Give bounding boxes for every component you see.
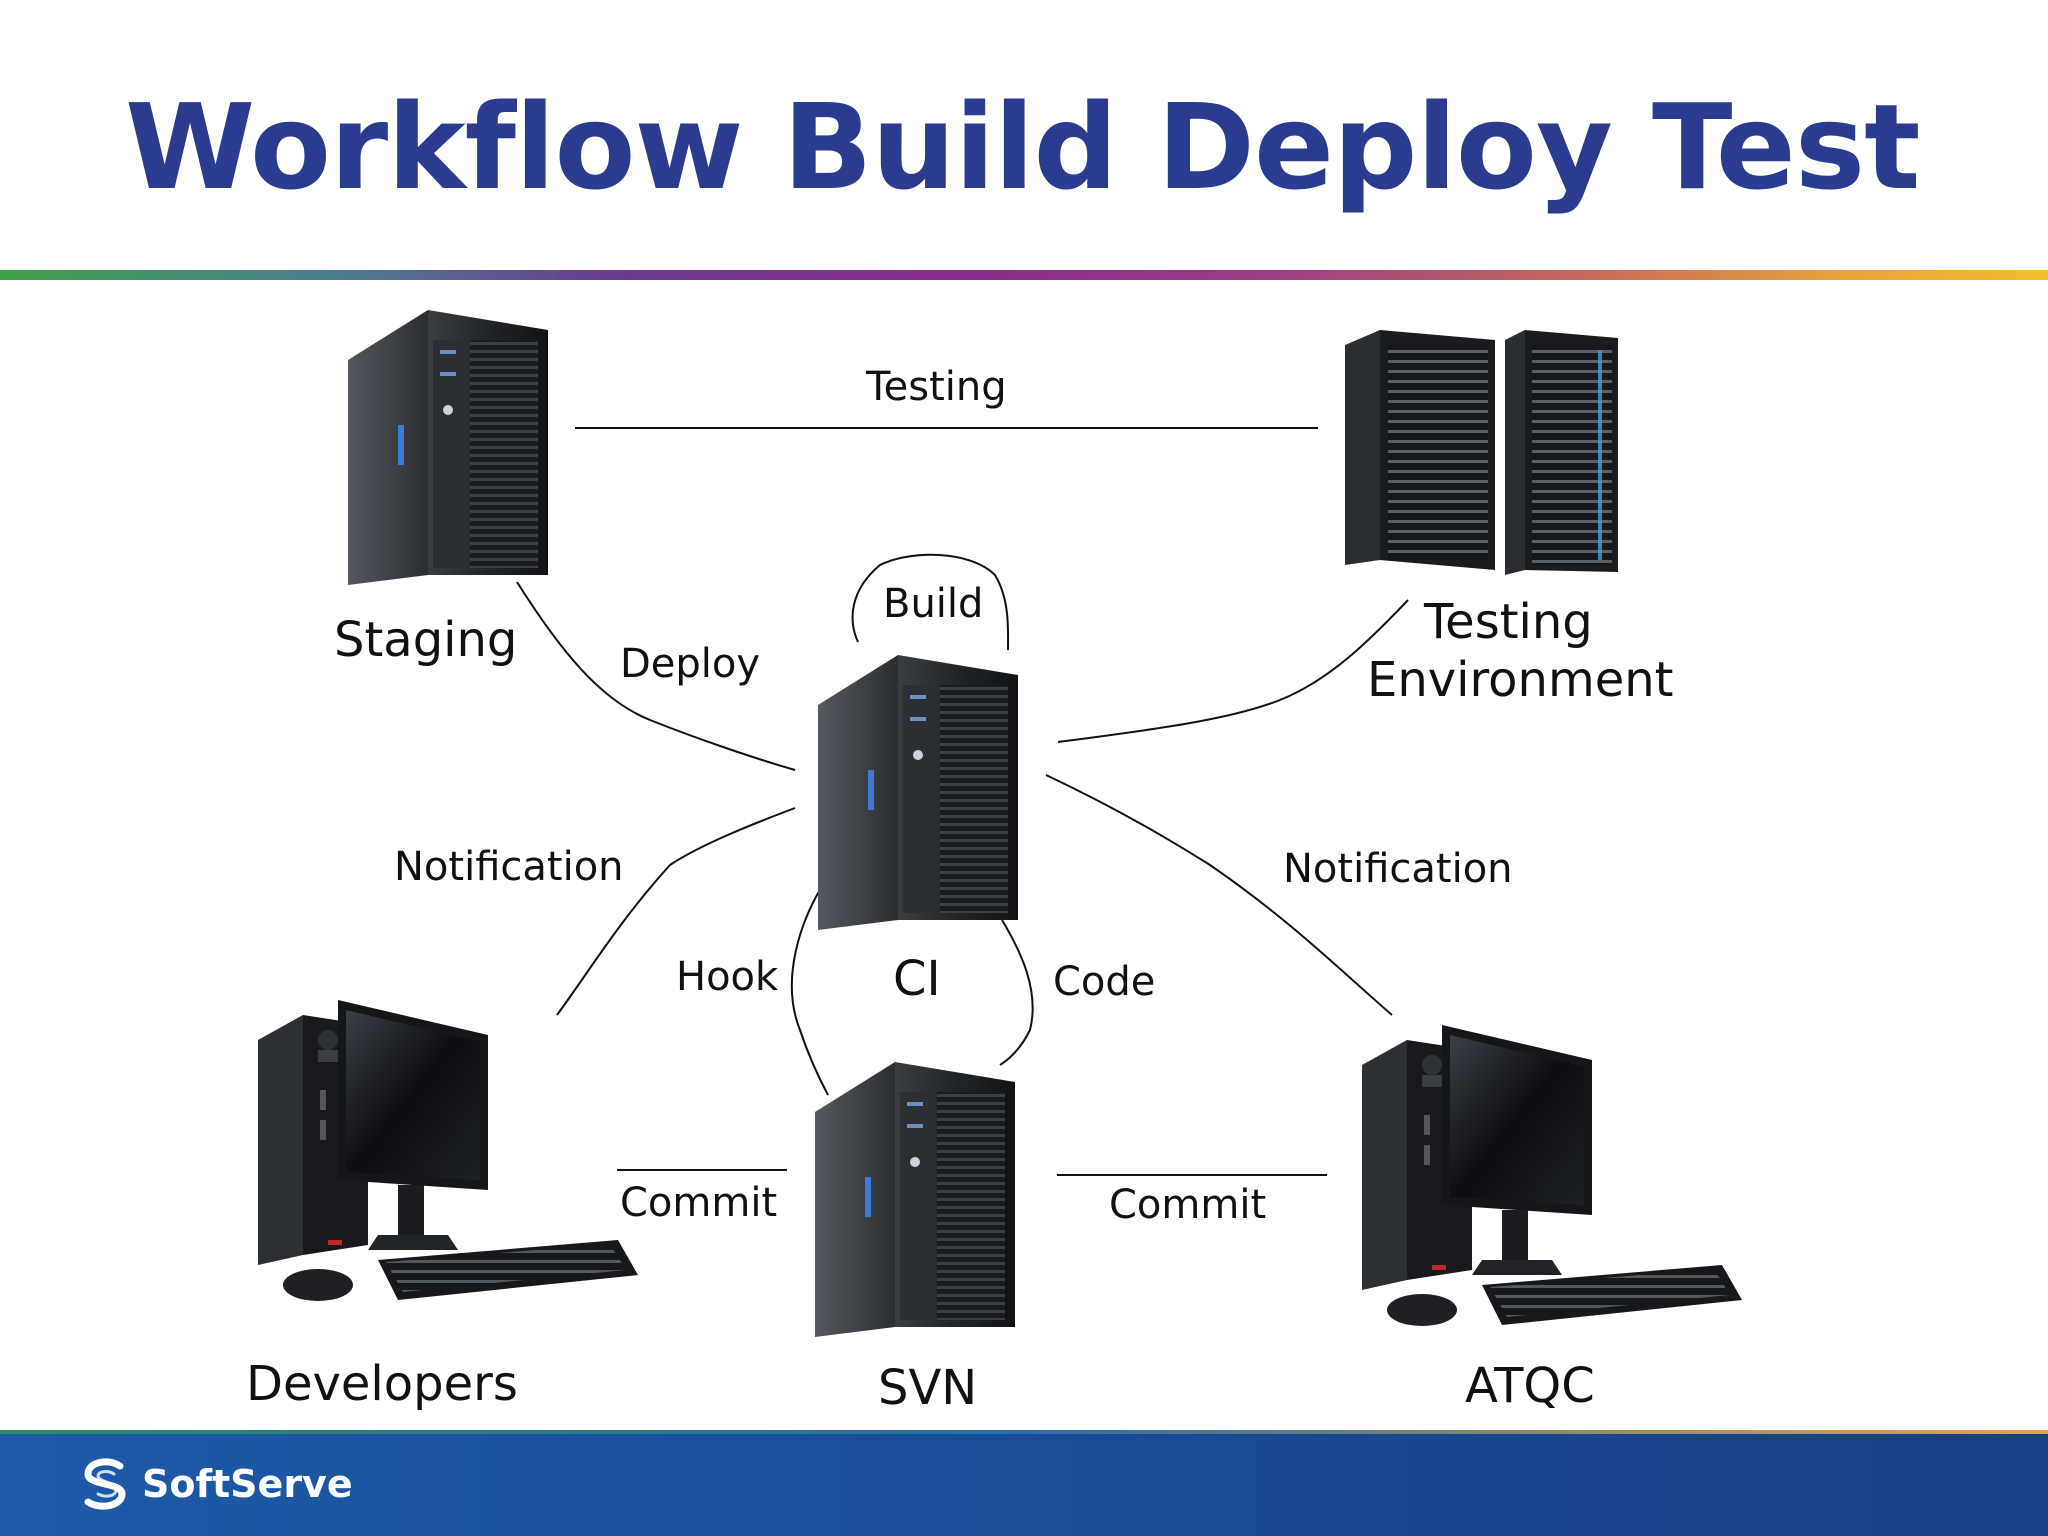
brand-name: SoftServe — [142, 1462, 353, 1506]
edge-code-line — [999, 919, 1034, 1066]
slide-title: Workflow Build Deploy Test — [125, 78, 1920, 216]
node-testing-env-label-line2: Environment — [1367, 652, 1674, 708]
node-developers-label: Developers — [246, 1356, 518, 1412]
atqc-desktop-icon — [1362, 1025, 1742, 1326]
edge-hook-label: Hook — [676, 954, 779, 1000]
svn-server-icon — [815, 1062, 1015, 1337]
softserve-logo-icon — [84, 1458, 126, 1510]
node-staging-label: Staging — [334, 612, 517, 668]
footer-accent-line — [0, 1430, 2048, 1434]
edge-hook-line — [790, 879, 829, 1096]
edge-build-label: Build — [883, 581, 983, 627]
node-testing-env-label-line1: Testing — [1423, 594, 1593, 650]
edge-ci-testing-env-line — [1057, 599, 1409, 743]
edge-notification-right-line — [1045, 774, 1393, 1016]
edge-commit-left-label: Commit — [620, 1180, 777, 1226]
edge-deploy-label: Deploy — [620, 641, 760, 687]
gradient-divider — [0, 270, 2048, 280]
developers-desktop-icon — [258, 1000, 638, 1301]
connector-lines — [516, 427, 1409, 1176]
footer-bar — [0, 1430, 2048, 1536]
edge-testing-label: Testing — [865, 364, 1007, 410]
ci-server-icon — [818, 655, 1018, 930]
edge-deploy-line — [516, 581, 796, 771]
edge-notification-right-label: Notification — [1283, 846, 1513, 892]
edge-notification-left-line — [556, 807, 796, 1016]
node-ci-label: CI — [893, 951, 941, 1007]
edge-notification-left-label: Notification — [394, 844, 624, 890]
node-svn-label: SVN — [878, 1360, 977, 1416]
brand-logo: SoftServe — [78, 1456, 353, 1512]
edge-commit-right-label: Commit — [1109, 1182, 1266, 1228]
edge-build-loop — [851, 553, 1010, 651]
staging-server-icon — [348, 310, 548, 585]
edge-code-label: Code — [1053, 959, 1155, 1005]
node-atqc-label: ATQC — [1465, 1358, 1595, 1414]
server-rack-icon — [1345, 330, 1618, 575]
